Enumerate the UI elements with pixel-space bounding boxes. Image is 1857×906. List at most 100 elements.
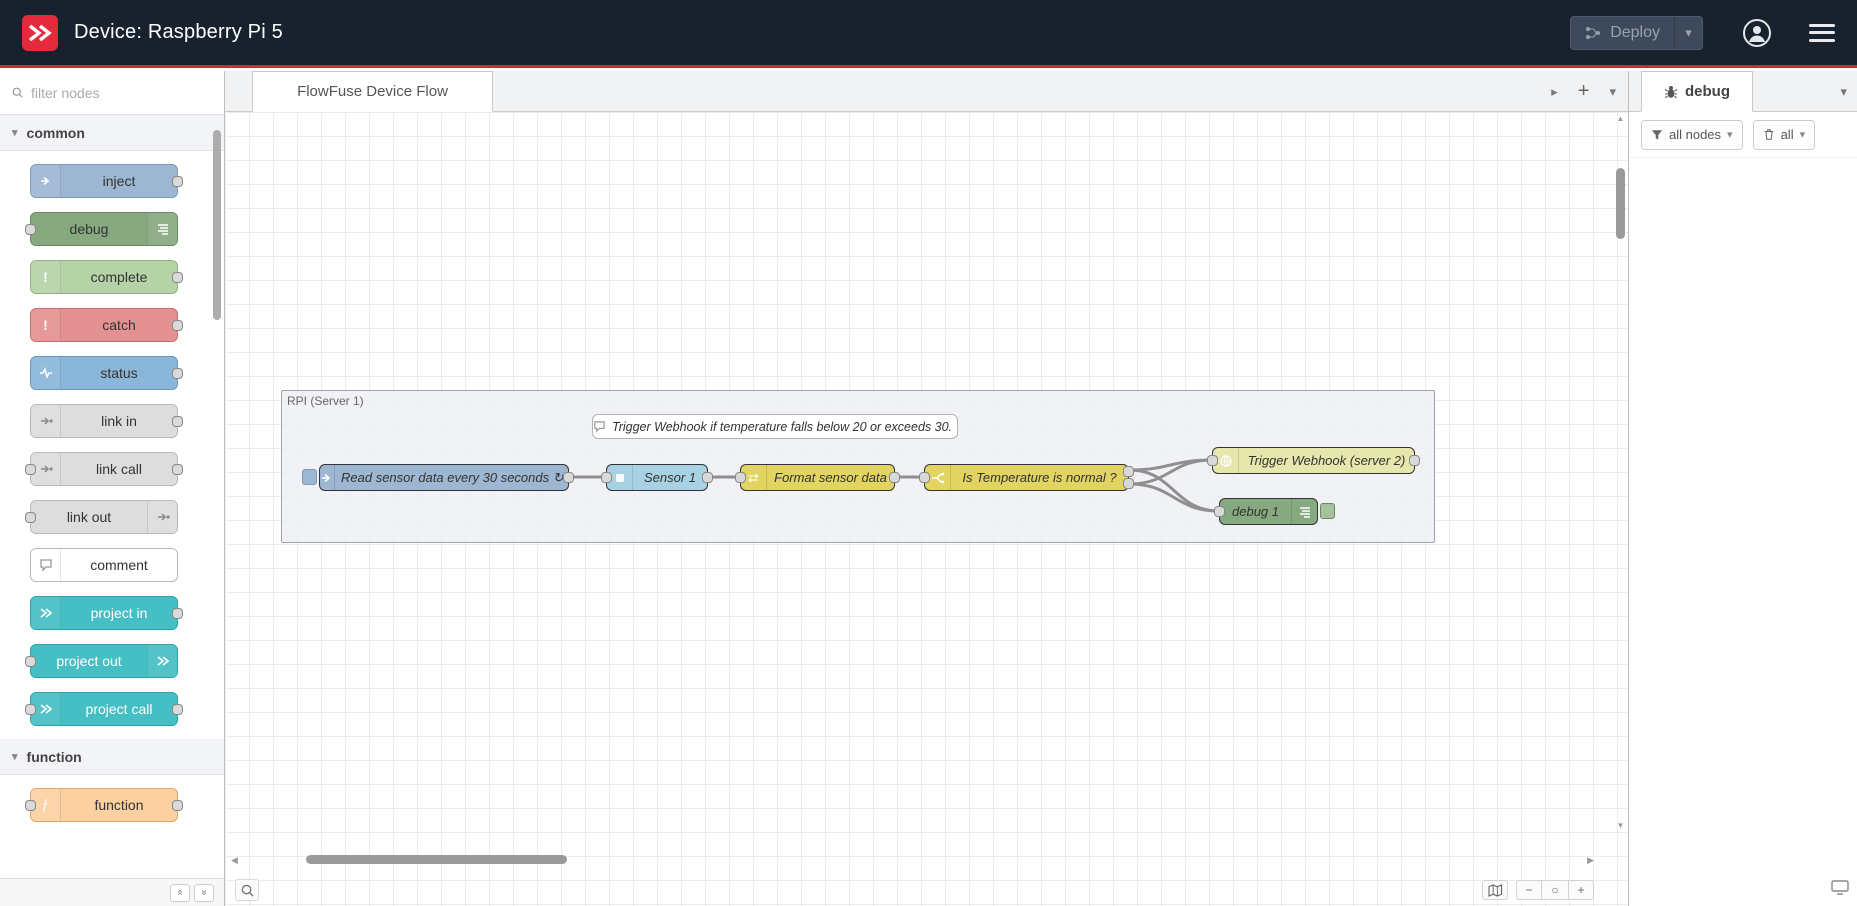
input-port[interactable] — [25, 224, 36, 235]
palette-scrollbar[interactable] — [213, 130, 221, 320]
palette-node-label: project in — [90, 605, 148, 621]
output-port-1[interactable] — [1123, 466, 1134, 477]
scroll-up-icon[interactable]: ▲ — [1616, 114, 1625, 123]
debug-icon — [1291, 499, 1317, 524]
input-port[interactable] — [601, 472, 612, 483]
node-comment[interactable]: Trigger Webhook if temperature falls bel… — [592, 414, 958, 439]
vertical-scroll-thumb[interactable] — [1616, 168, 1625, 239]
collapse-all-categories-button[interactable]: « — [170, 883, 190, 902]
user-menu-button[interactable] — [1741, 17, 1773, 49]
input-port[interactable] — [25, 464, 36, 475]
palette-node-status[interactable]: status — [30, 356, 183, 390]
debug-clear-button[interactable]: all ▾ — [1752, 119, 1816, 150]
canvas-vertical-scrollbar[interactable]: ▲ ▼ — [1614, 114, 1627, 830]
scroll-right-icon[interactable]: ▶ — [1587, 855, 1594, 865]
input-port[interactable] — [919, 472, 930, 483]
switch-icon — [925, 465, 951, 490]
output-port[interactable] — [172, 464, 183, 475]
input-port[interactable] — [1214, 506, 1225, 517]
output-port[interactable] — [1409, 455, 1420, 466]
zoom-reset-button[interactable]: ○ — [1542, 880, 1568, 900]
deploy-button[interactable]: Deploy ▾ — [1570, 15, 1703, 50]
tab-scroll-right-button[interactable]: ▸ — [1551, 84, 1558, 100]
scroll-down-icon[interactable]: ▼ — [1616, 821, 1625, 830]
palette-search[interactable] — [0, 71, 224, 115]
palette-node-project-call[interactable]: project call — [25, 692, 183, 726]
status-icon — [31, 357, 61, 389]
output-port[interactable] — [889, 472, 900, 483]
console-toggle-button[interactable] — [1831, 880, 1849, 900]
node-http-request[interactable]: Trigger Webhook (server 2) — [1207, 447, 1420, 474]
output-port-2[interactable] — [1123, 478, 1134, 489]
flow-list-caret-button[interactable]: ▾ — [1609, 84, 1616, 100]
debug-filter-button[interactable]: all nodes ▾ — [1641, 119, 1743, 150]
palette-scroll-area: ▾ common inject debug ! complete — [0, 115, 224, 878]
output-port[interactable] — [563, 472, 574, 483]
output-port[interactable] — [172, 416, 183, 427]
node-inject[interactable]: Read sensor data every 30 seconds ↻ — [319, 464, 574, 491]
palette-node-project-out[interactable]: project out — [25, 644, 178, 678]
output-port[interactable] — [702, 472, 713, 483]
node-switch[interactable]: Is Temperature is normal ? — [919, 464, 1134, 491]
node-change-format[interactable]: ⇄ Format sensor data — [735, 464, 900, 491]
palette-node-debug[interactable]: debug — [25, 212, 178, 246]
input-port[interactable] — [735, 472, 746, 483]
input-port[interactable] — [25, 512, 36, 523]
sidebar-options-caret[interactable]: ▾ — [1840, 71, 1847, 112]
node-sensor[interactable]: Sensor 1 — [601, 464, 713, 491]
chevron-down-icon: ▾ — [12, 127, 18, 139]
inject-button[interactable] — [302, 469, 317, 485]
input-port[interactable] — [25, 800, 36, 811]
debug-enable-toggle[interactable] — [1320, 503, 1335, 519]
chevron-down-icon: ▾ — [12, 751, 18, 763]
hamburger-icon — [1809, 23, 1835, 27]
input-port[interactable] — [25, 656, 36, 667]
palette-node-link-in[interactable]: link in — [30, 404, 183, 438]
sidebar-tab-debug[interactable]: debug — [1641, 71, 1753, 112]
sidebar-tab-label: debug — [1685, 83, 1730, 100]
flow-canvas[interactable]: RPI (Server 1) Trigger Webhook if temper… — [225, 112, 1628, 906]
navigator-button[interactable] — [1482, 880, 1508, 900]
expand-all-categories-button[interactable]: « — [194, 883, 214, 902]
output-port[interactable] — [172, 608, 183, 619]
output-port[interactable] — [172, 800, 183, 811]
node-debug[interactable]: debug 1 — [1214, 498, 1318, 525]
palette-filter-input[interactable] — [31, 84, 212, 101]
output-port[interactable] — [172, 320, 183, 331]
change-icon: ⇄ — [741, 465, 767, 490]
palette-node-label: function — [94, 797, 144, 813]
scroll-left-icon[interactable]: ◀ — [231, 855, 238, 865]
palette-node-label: link out — [66, 509, 112, 525]
palette-node-catch[interactable]: ! catch — [30, 308, 183, 342]
canvas-search-button[interactable] — [235, 879, 259, 901]
flow-tab[interactable]: FlowFuse Device Flow — [252, 71, 493, 112]
trash-icon — [1764, 129, 1773, 140]
palette-node-project-in[interactable]: project in — [30, 596, 183, 630]
output-port[interactable] — [172, 704, 183, 715]
zoom-out-button[interactable]: − — [1516, 880, 1542, 900]
debug-messages-panel[interactable] — [1629, 159, 1857, 876]
input-port[interactable] — [25, 704, 36, 715]
output-port[interactable] — [172, 368, 183, 379]
workspace-tabbar: FlowFuse Device Flow ▸ + ▾ — [225, 71, 1628, 112]
comment-icon — [31, 549, 61, 581]
palette-node-function[interactable]: ƒ function — [25, 788, 183, 822]
output-port[interactable] — [172, 176, 183, 187]
main-menu-button[interactable] — [1809, 23, 1835, 42]
palette-node-link-call[interactable]: link call — [25, 452, 183, 486]
zoom-in-button[interactable]: + — [1568, 880, 1594, 900]
input-port[interactable] — [1207, 455, 1218, 466]
palette-node-comment[interactable]: comment — [30, 548, 178, 582]
monitor-icon — [1831, 880, 1849, 895]
output-port[interactable] — [172, 272, 183, 283]
palette-footer: « « — [0, 878, 224, 906]
palette-category-common[interactable]: ▾ common — [0, 115, 224, 151]
horizontal-scroll-thumb[interactable] — [306, 855, 567, 864]
add-flow-button[interactable]: + — [1578, 80, 1590, 103]
deploy-options-caret[interactable]: ▾ — [1674, 16, 1702, 49]
palette-node-link-out[interactable]: link out — [25, 500, 178, 534]
collapse-icon: « — [174, 889, 186, 896]
palette-node-inject[interactable]: inject — [30, 164, 183, 198]
palette-node-complete[interactable]: ! complete — [30, 260, 183, 294]
palette-category-function[interactable]: ▾ function — [0, 739, 224, 775]
